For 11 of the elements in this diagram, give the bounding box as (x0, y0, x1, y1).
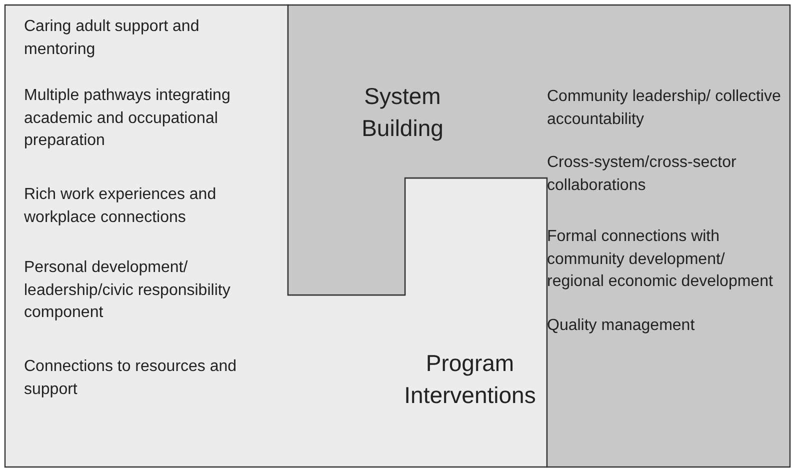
list-item: Quality management (547, 316, 696, 336)
list-item: Caring adult support and mentoring (24, 17, 200, 60)
list-item: Rich work experiences and workplace connections (24, 185, 218, 228)
region-heading: Program Interventions (403, 349, 537, 410)
list-item: Multiple pathways integrating academic and occupational preparation (24, 86, 232, 151)
list-item: Formal connections with community development/ regional economic development (547, 227, 774, 292)
list-item: Cross-system/cross-sector collaborations (547, 153, 738, 196)
list-item: Connections to resources and support (24, 357, 238, 400)
region-heading: System Building (360, 82, 444, 143)
list-item: Community leadership/ collective accountability (547, 87, 782, 130)
list-item: Personal development/ leadership/civic responsibility component (24, 258, 232, 323)
